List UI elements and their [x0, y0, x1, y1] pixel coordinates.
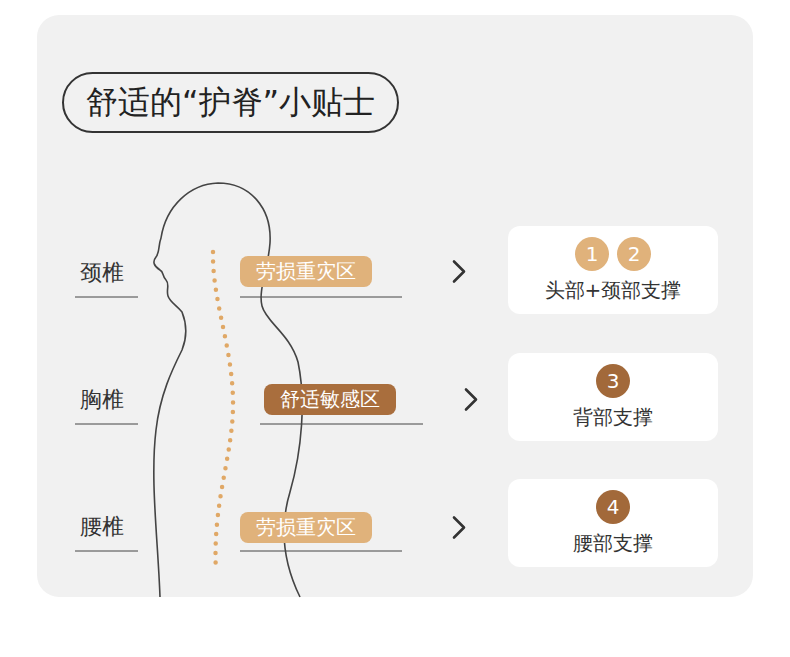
zone-tag: 舒适敏感区	[264, 384, 396, 415]
zone-tag: 劳损重灾区	[240, 512, 372, 543]
title-pill: 舒适的“护脊”小贴士	[62, 72, 399, 133]
chevron-connector	[374, 518, 506, 538]
callout-number: 2	[628, 242, 641, 266]
spine-label: 颈椎	[80, 258, 124, 288]
number-row: 3	[596, 364, 630, 398]
callout-circle: 2	[617, 237, 651, 271]
connector-line	[374, 270, 506, 272]
chevron-head	[454, 262, 464, 282]
chevron-head	[466, 390, 476, 410]
support-text: 头部+颈部支撑	[545, 277, 682, 304]
underlines	[75, 297, 423, 551]
chevron-connector	[398, 390, 506, 410]
callout-number: 3	[607, 369, 620, 393]
callout-number: 1	[586, 242, 599, 266]
chevron-connector	[374, 262, 506, 282]
support-text: 腰部支撑	[573, 530, 653, 557]
connector-line	[374, 523, 506, 528]
support-box: 4 腰部支撑	[508, 479, 718, 567]
callout-circle: 1	[575, 237, 609, 271]
callout-circle: 3	[596, 364, 630, 398]
zone-tag: 劳损重灾区	[240, 256, 372, 287]
spine-label: 腰椎	[80, 512, 124, 542]
callout-circle: 4	[596, 490, 630, 524]
title-text: 舒适的“护脊”小贴士	[86, 81, 375, 125]
chevron-head	[454, 518, 464, 538]
spine-dots	[213, 252, 233, 572]
support-box: 3 背部支撑	[508, 353, 718, 441]
callout-number: 4	[607, 495, 620, 519]
connector-line	[398, 397, 506, 400]
zone-text: 劳损重灾区	[256, 514, 356, 541]
zone-text: 劳损重灾区	[256, 258, 356, 285]
zone-text: 舒适敏感区	[280, 386, 380, 413]
number-row: 12	[575, 237, 651, 271]
spine-label: 胸椎	[80, 385, 124, 415]
background-panel	[37, 15, 753, 597]
support-text: 背部支撑	[573, 404, 653, 431]
support-box: 12头部+颈部支撑	[508, 226, 718, 314]
number-row: 4	[596, 490, 630, 524]
